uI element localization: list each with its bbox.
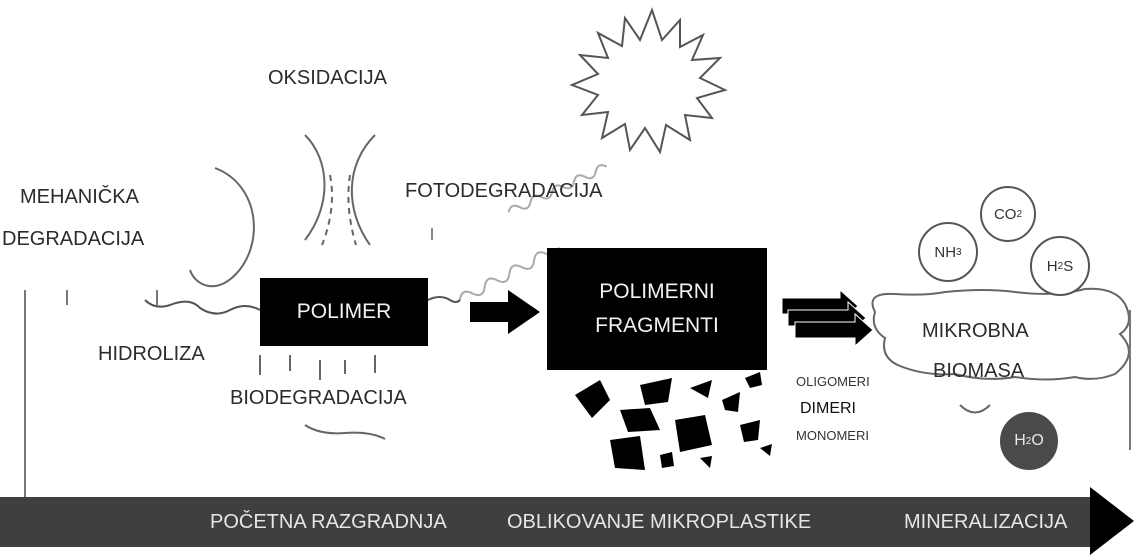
chain-right: [427, 296, 461, 303]
arrow-stack-3: [794, 312, 874, 348]
fragment-3: [690, 380, 712, 398]
sun-icon: [569, 7, 728, 155]
fragment-2: [640, 378, 672, 405]
main-arrow: [470, 290, 540, 334]
fragment-11: [760, 444, 772, 456]
label-dimeri: DIMERI: [800, 400, 856, 417]
fragment-8: [610, 436, 645, 470]
fragmenti-box: POLIMERNI FRAGMENTI: [547, 248, 767, 370]
label-biodegradacija: BIODEGRADACIJA: [230, 387, 407, 409]
chain-left: [144, 299, 261, 315]
oxidation-curve-left: [304, 134, 326, 241]
biomass-outline: [871, 287, 1130, 381]
bio-base: [304, 424, 386, 440]
biomasa-label-2: BIOMASA: [933, 360, 1025, 382]
polimer-label: POLIMER: [296, 300, 392, 323]
biomass-drip: [959, 404, 991, 414]
bio-squiggle: [259, 355, 376, 380]
wave-1: [507, 164, 608, 213]
fragment-9: [740, 420, 760, 442]
label-oligomeri: OLIGOMERI: [796, 374, 870, 389]
label-oksidacija: OKSIDACIJA: [268, 67, 387, 89]
fragmenti-label-2: FRAGMENTI: [595, 314, 719, 337]
fragment-1: [575, 380, 610, 418]
biomasa-label-1: MIKROBNA: [922, 320, 1029, 342]
fragmenti-label-1: POLIMERNI: [599, 280, 715, 303]
timeline-bar: [0, 497, 1100, 547]
mechanical-arc: [189, 167, 255, 288]
oxidation-dashed-right: [347, 174, 357, 246]
label-mehanicka-2: DEGRADACIJA: [2, 228, 145, 250]
timeline-arrowhead: [1090, 487, 1134, 555]
label-mehanicka-1: MEHANIČKA: [20, 186, 139, 208]
stage-label-3: MINERALIZACIJA: [904, 511, 1068, 533]
fragment-4: [722, 392, 740, 412]
fragment-6: [620, 408, 660, 432]
wave-2: [458, 247, 560, 301]
polimer-box: POLIMER: [260, 278, 428, 346]
fragment-5: [745, 372, 762, 388]
fragment-10: [660, 452, 674, 468]
label-hidroliza: HIDROLIZA: [98, 343, 205, 365]
fragment-12: [700, 456, 712, 468]
stage-label-2: OBLIKOVANJE MIKROPLASTIKE: [507, 511, 812, 533]
label-fotodegradacija: FOTODEGRADACIJA: [405, 180, 603, 202]
oxidation-curve-right: [350, 134, 376, 246]
oxidation-dashed-left: [321, 174, 333, 246]
stage-label-1: POČETNA RAZGRADNJA: [210, 511, 447, 533]
fragment-7: [675, 415, 712, 452]
label-monomeri: MONOMERI: [796, 428, 869, 443]
